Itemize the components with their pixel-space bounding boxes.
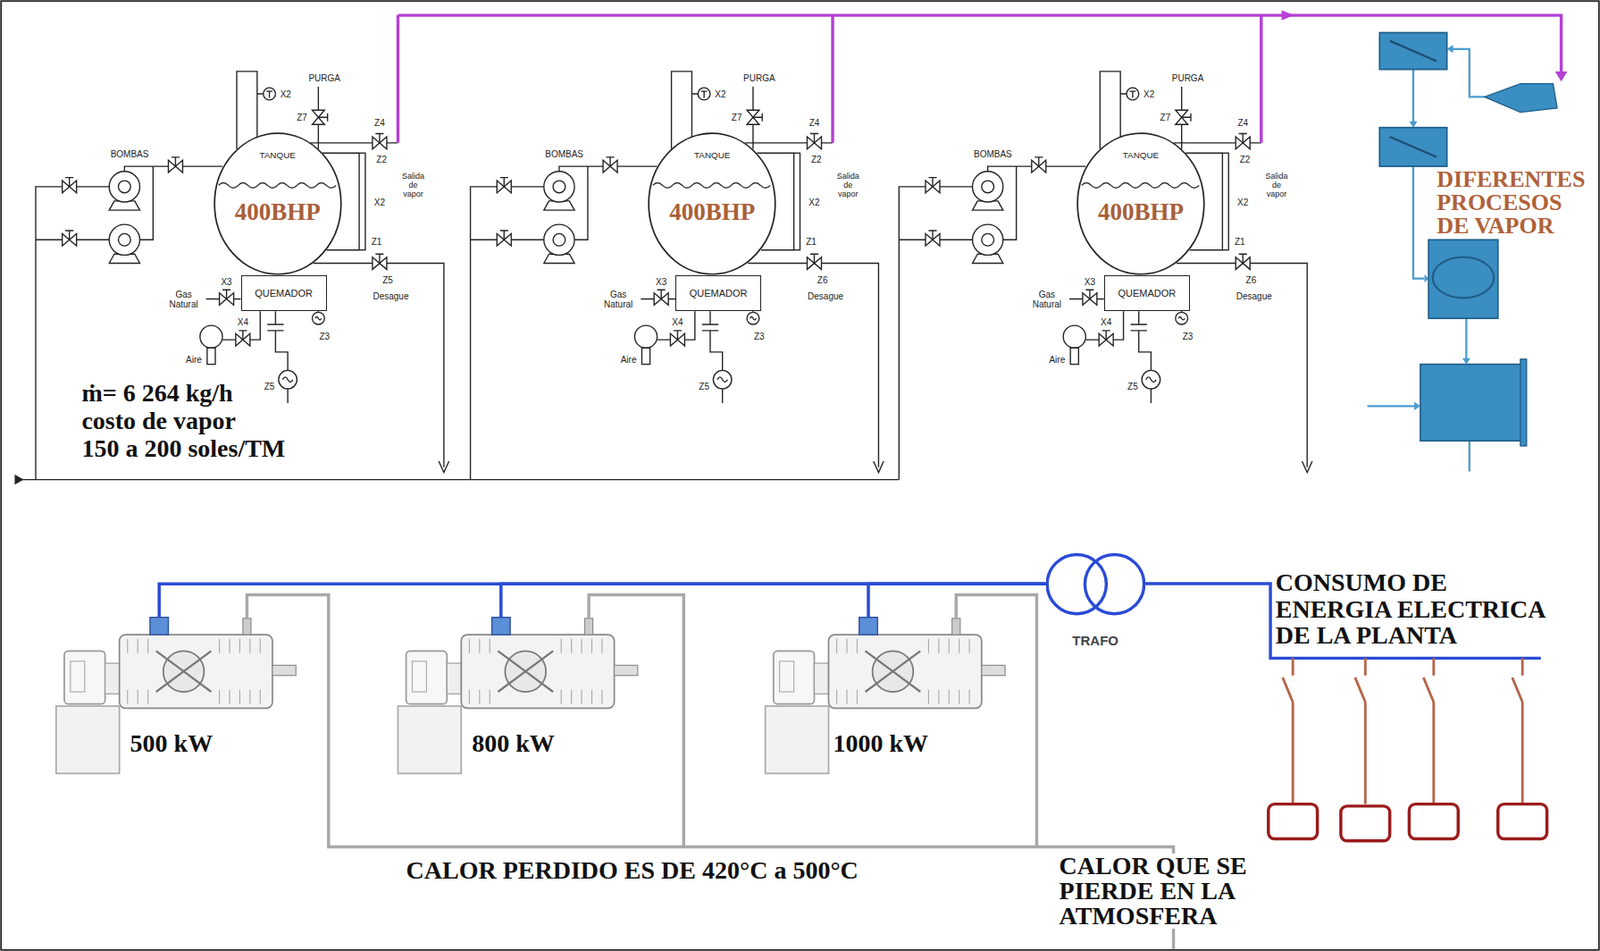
instrument-tag: BOMBAS [973, 149, 1013, 160]
feed-line [15, 475, 899, 484]
instrument-tag: Desague [372, 291, 409, 302]
instrument-tag: X3 [220, 276, 232, 287]
instrument-tag: PURGA [308, 72, 341, 83]
instrument-tag: Salida de vapor [834, 172, 862, 200]
boiler-tank: TANQUE 400BHP [647, 132, 777, 276]
generator-sets [56, 617, 1006, 774]
instrument-tag: Gas Natural [603, 289, 634, 310]
instrument-tag: Z7 [1160, 112, 1172, 123]
note-text: CALOR PERDIDO ES DE 420°C a 500°C [406, 856, 859, 885]
node-text: QUEMADOR [254, 287, 313, 299]
generator-set: 1000 kW [765, 617, 1006, 776]
instrument-tag: Z2 [376, 154, 387, 165]
steam-process-equipment [1367, 33, 1558, 472]
transformer-coil [1084, 553, 1144, 613]
instrument-tag: BOMBAS [544, 149, 584, 160]
node-text: TANQUE [647, 150, 777, 160]
boiler-piping [35, 15, 1313, 479]
instrument-tag: X3 [1084, 276, 1096, 287]
steam-header [397, 9, 1567, 82]
instrument-tag: X2 [714, 89, 726, 100]
generator-set: 500 kW [56, 617, 296, 776]
note-text: DIFERENTES PROCESOS DE VAPOR [1436, 167, 1593, 238]
instrument-tag: Z6 [817, 274, 829, 285]
note-text: CALOR QUE SE PIERDE EN LA ATMOSFERA [1059, 853, 1274, 929]
instrument-tag: Gas Natural [168, 289, 200, 310]
node-text: 800 kW [469, 728, 558, 757]
node-text: 400BHP [1076, 199, 1206, 227]
instrument-tag: Z3 [753, 330, 765, 341]
node-text: QUEMADOR [689, 287, 748, 299]
instrument-tag: X4 [671, 316, 683, 327]
instrument-tag: Z5 [264, 380, 276, 391]
instrument-tag: Aire [1048, 354, 1065, 365]
instrument-tag: Z5 [1127, 380, 1139, 391]
generator-set: 800 kW [397, 617, 637, 776]
instrument-tag: X3 [655, 276, 667, 287]
note-text: costo de vapor [81, 407, 236, 436]
power-cable [159, 583, 1047, 618]
instrument-tag: Z4 [1237, 117, 1249, 128]
instrument-tag: Z5 [698, 380, 710, 391]
instrument-tag: X2 [374, 197, 386, 208]
power-cable [868, 583, 1047, 618]
instrument-tag: X2 [808, 197, 820, 208]
instrument-tag: Aire [185, 354, 202, 365]
node-text: 400BHP [647, 199, 777, 227]
instrument-tag: PURGA [743, 72, 776, 83]
exhaust-ducts [246, 594, 1173, 949]
burner-box: QUEMADOR [241, 275, 327, 311]
instrument-tag: X2 [280, 89, 292, 100]
instrument-tag: Z7 [731, 112, 743, 123]
node-text: TRAFO [1072, 633, 1119, 649]
water-level [217, 183, 336, 189]
boiler-tank: TANQUE 400BHP [213, 132, 343, 276]
water-level [653, 183, 771, 189]
instrument-tag: Z4 [809, 117, 821, 128]
water-level [1081, 183, 1200, 189]
boiler-tank: TANQUE 400BHP [1076, 132, 1206, 276]
instrument-tag: Z1 [805, 235, 817, 246]
instrument-tag: Salida de vapor [1263, 172, 1291, 200]
node-text: TANQUE [1076, 150, 1206, 160]
note-text: 150 a 200 soles/TM [81, 435, 285, 463]
instrument-tag: X2 [1143, 89, 1155, 100]
instrument-tag: Aire [620, 354, 637, 365]
instrument-tag: Z5 [382, 274, 394, 285]
instrument-tag: X2 [1237, 197, 1249, 208]
node-text: 400BHP [213, 199, 343, 227]
node-text: 500 kW [127, 728, 217, 757]
node-text: QUEMADOR [1117, 287, 1176, 299]
node-text: TANQUE [213, 150, 343, 160]
instrument-tag: Z6 [1246, 274, 1257, 285]
instrument-tag: Z1 [1234, 235, 1246, 246]
instrument-tag: PURGA [1172, 72, 1205, 83]
note-text: ṁ= 6 264 kg/h [81, 379, 233, 408]
note-text: CONSUMO DE ENERGIA ELECTRICA DE LA PLANT… [1275, 569, 1559, 648]
transformer-coil [1047, 553, 1106, 613]
burner-box: QUEMADOR [1104, 275, 1190, 311]
instrument-tag: X4 [237, 316, 249, 327]
instrument-tag: Z7 [296, 112, 308, 123]
instrument-tag: Z3 [1182, 330, 1194, 341]
instrument-tag: Z1 [371, 235, 383, 246]
instrument-tag: Salida de vapor [400, 172, 428, 200]
instrument-tag: Gas Natural [1031, 289, 1063, 310]
instrument-tag: Desague [1236, 291, 1273, 302]
node-text: 1000 kW [829, 728, 931, 757]
instrument-tag: Desague [807, 291, 844, 302]
transformer: TRAFO [1046, 551, 1146, 654]
instrument-tag: BOMBAS [110, 149, 150, 160]
instrument-tag: Z4 [374, 117, 386, 128]
instrument-tag: Z2 [1239, 154, 1251, 165]
instrument-tag: Z2 [811, 154, 822, 165]
burner-box: QUEMADOR [675, 275, 762, 311]
instrument-tag: Z3 [318, 330, 330, 341]
power-cable [501, 583, 1047, 618]
instrument-tag: X4 [1100, 316, 1112, 327]
